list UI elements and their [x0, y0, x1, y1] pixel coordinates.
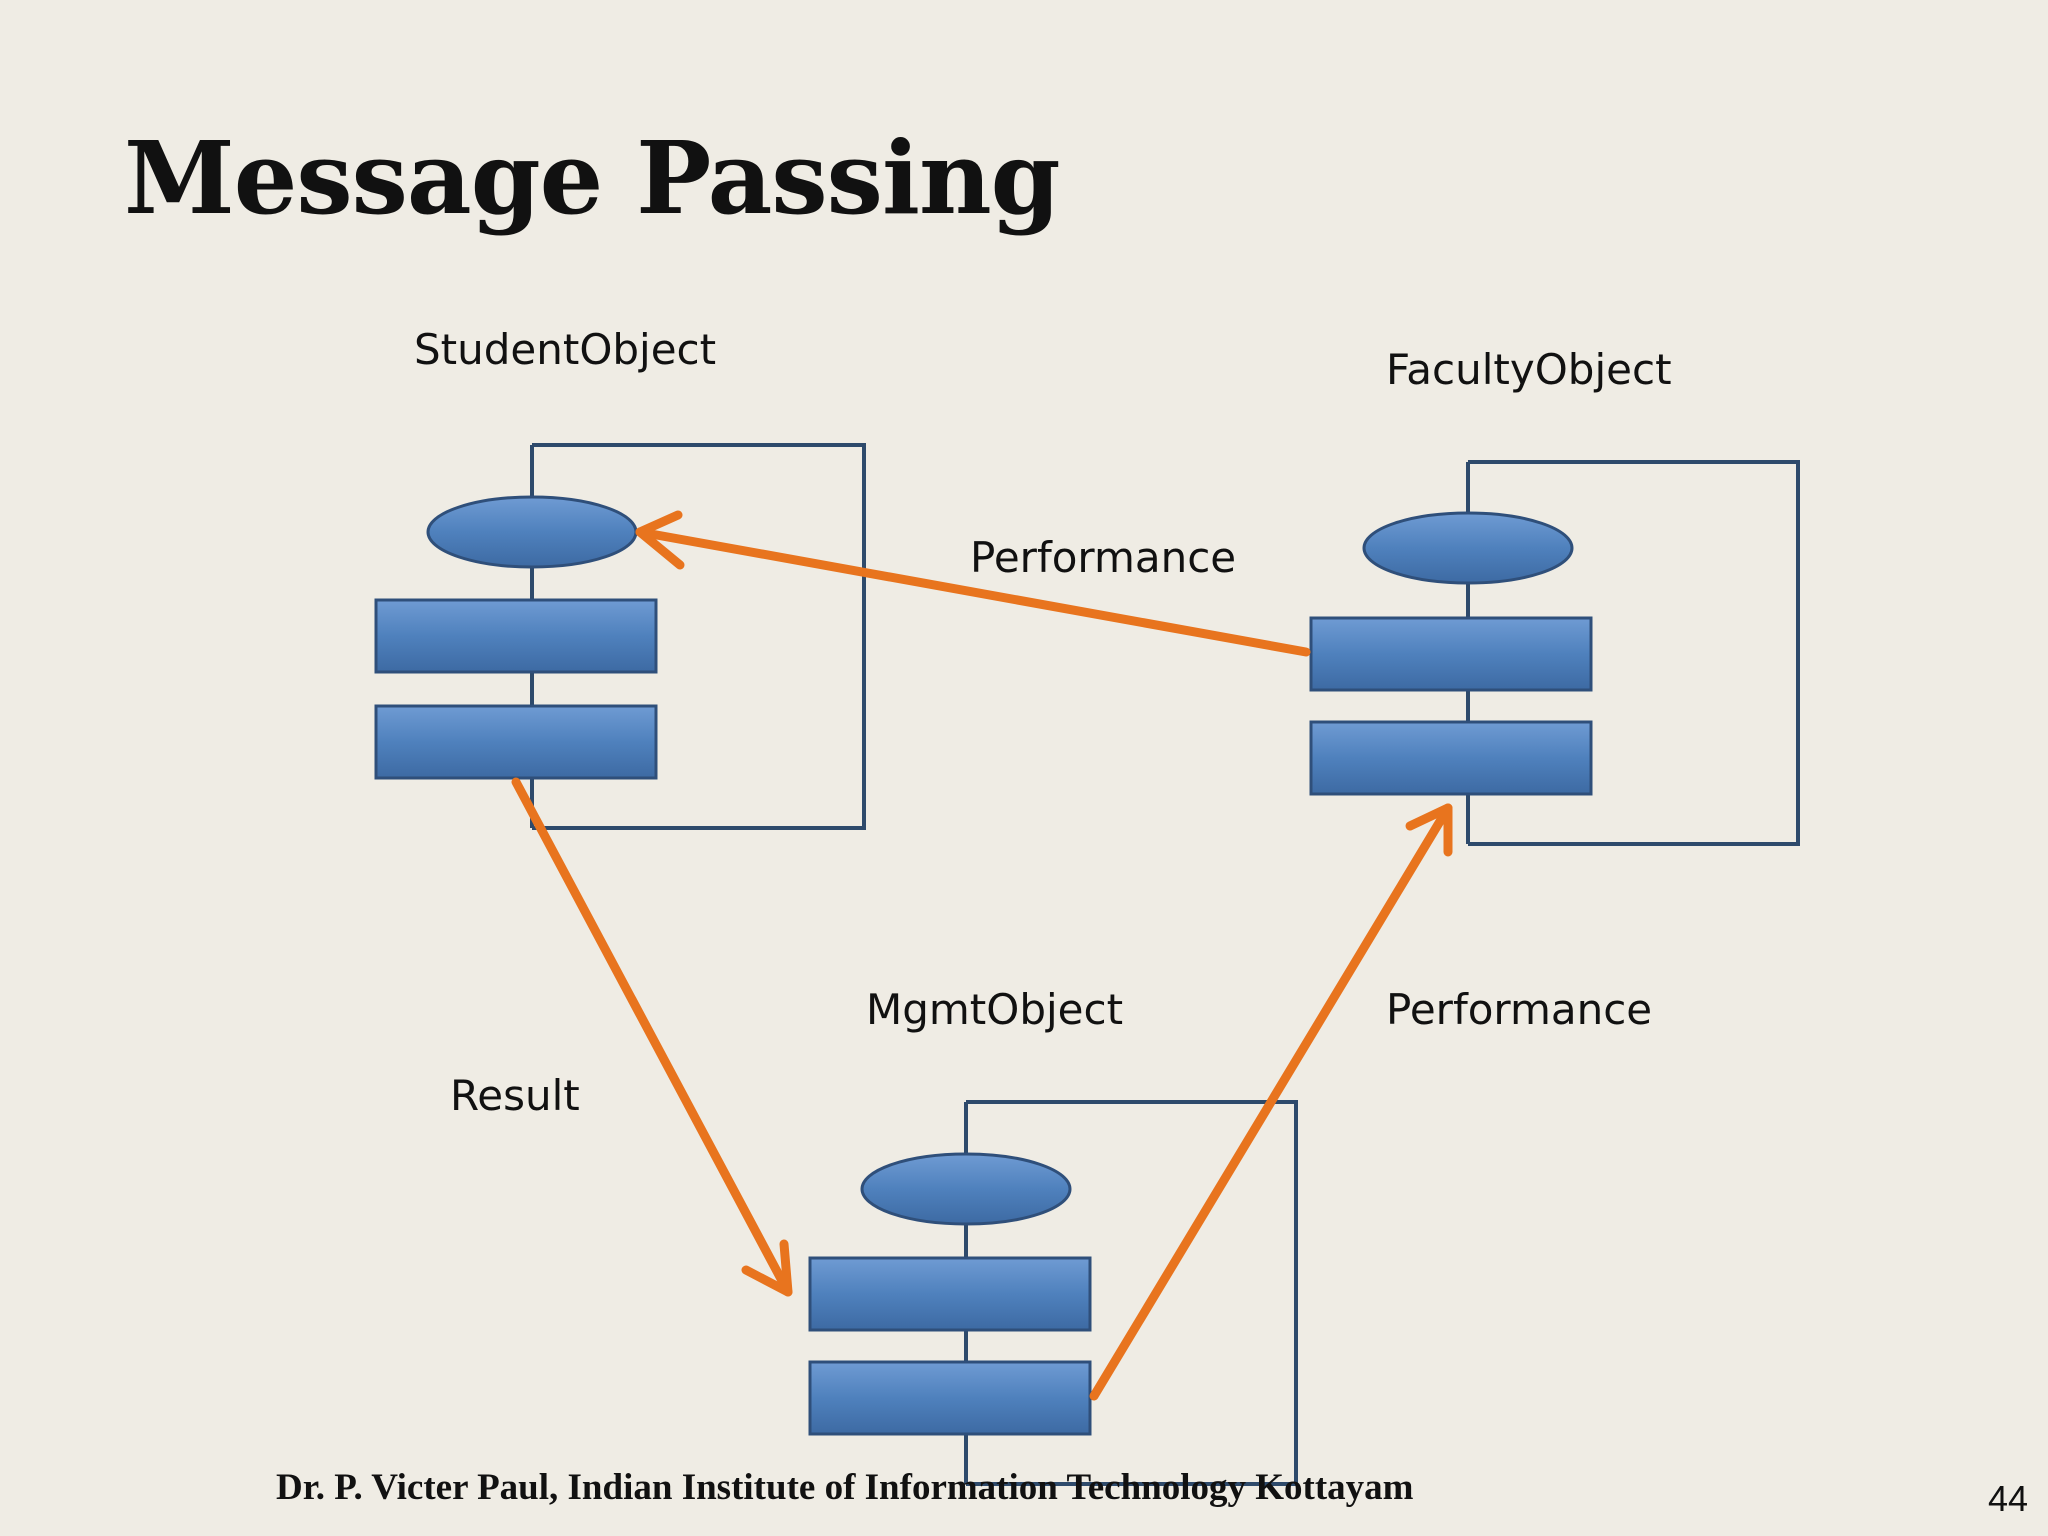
student-object-label: StudentObject — [414, 325, 716, 374]
page-number: 44 — [1987, 1478, 2028, 1519]
faculty-object-label: FacultyObject — [1386, 345, 1672, 394]
faculty-object-attribute-bar — [1309, 720, 1593, 796]
message-arrow-mgmt-to-faculty — [1089, 803, 1453, 1401]
mgmt-object-attribute-bar — [808, 1360, 1092, 1436]
message-label-result: Result — [450, 1071, 580, 1120]
mgmt-object-method-ellipse — [860, 1152, 1072, 1226]
faculty-object-attribute-bar — [1309, 616, 1593, 692]
arrowhead — [635, 510, 685, 570]
faculty-object-method-ellipse — [1362, 511, 1574, 585]
student-object-frame — [532, 443, 866, 830]
mgmt-object-frame — [966, 1100, 1298, 1486]
message-label-performance-bottom: Performance — [1386, 985, 1652, 1034]
mgmt-object-attribute-bar — [808, 1256, 1092, 1332]
message-arrow-student-to-mgmt — [511, 777, 793, 1297]
message-arrow-faculty-to-student — [635, 510, 1311, 657]
student-object: StudentObject — [374, 325, 866, 830]
student-object-attribute-bar — [374, 598, 658, 674]
mgmt-object-label: MgmtObject — [866, 985, 1123, 1034]
student-object-method-ellipse — [426, 495, 638, 569]
student-object-attribute-bar — [374, 704, 658, 780]
arrowhead — [741, 1239, 793, 1297]
mgmt-object: MgmtObject — [808, 985, 1298, 1486]
arrowhead — [1405, 803, 1453, 857]
faculty-object-frame — [1468, 460, 1800, 846]
message-label-performance-top: Performance — [970, 533, 1236, 582]
faculty-object: FacultyObject — [1309, 345, 1800, 846]
slide-title: Message Passing — [124, 119, 1061, 237]
slide-footer: Dr. P. Victer Paul, Indian Institute of … — [276, 1467, 1414, 1508]
